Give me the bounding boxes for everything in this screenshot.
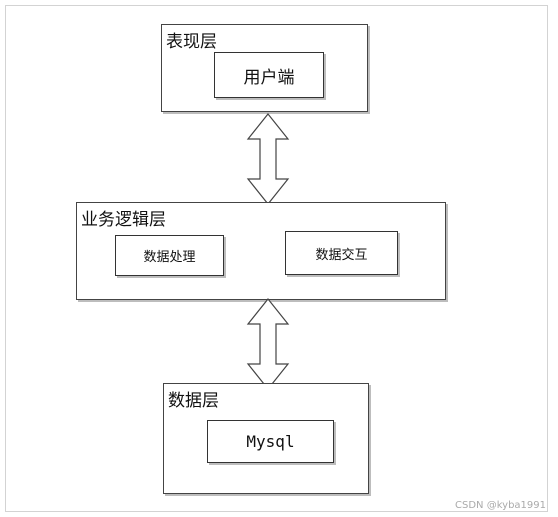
data-processing-box: 数据处理 [115, 235, 224, 276]
data-interaction-box: 数据交互 [285, 231, 398, 275]
mysql-label: Mysql [246, 432, 295, 451]
data-processing-label: 数据处理 [143, 250, 196, 265]
client-label: 用户端 [243, 67, 295, 88]
client-box: 用户端 [214, 52, 324, 98]
mysql-box: Mysql [207, 420, 334, 463]
double-arrow-bottom [246, 298, 290, 390]
business-logic-layer-title: 业务逻辑层 [81, 210, 166, 230]
double-arrow-top [246, 113, 290, 205]
watermark: CSDN @kyba1991 [455, 500, 546, 511]
data-interaction-label: 数据交互 [315, 247, 368, 263]
diagram-frame [5, 5, 548, 512]
presentation-layer-title: 表现层 [166, 32, 217, 52]
data-layer-title: 数据层 [168, 391, 219, 411]
